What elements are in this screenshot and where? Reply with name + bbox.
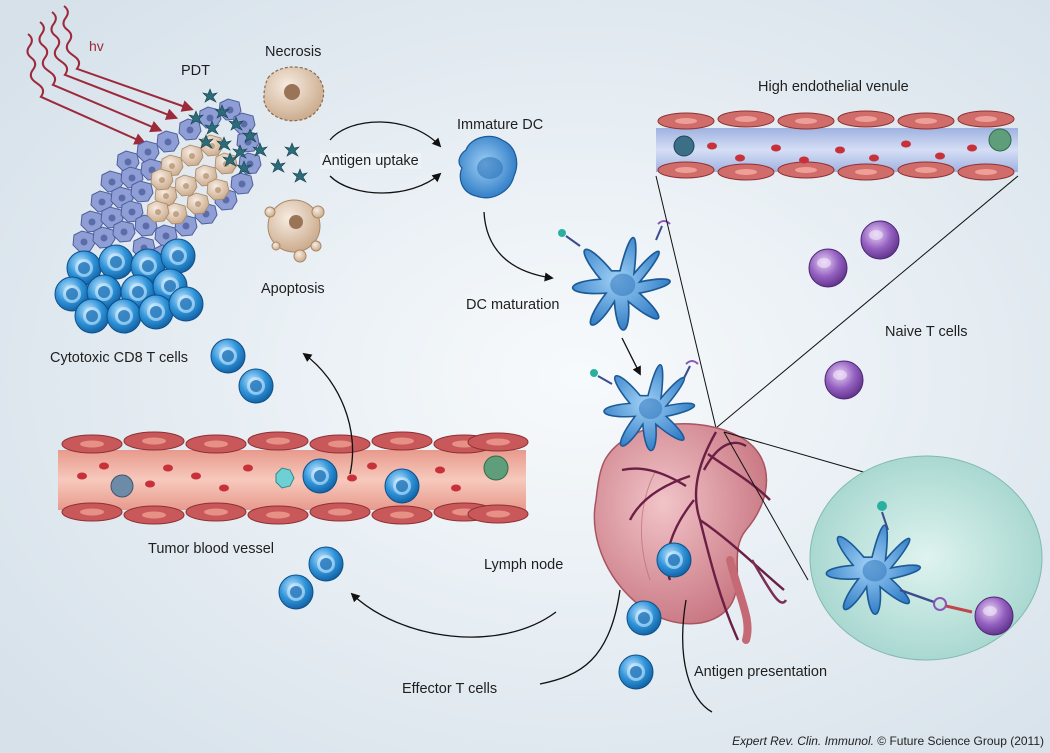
high-endothelial-venule — [656, 110, 1018, 181]
lymph-node — [593, 422, 788, 644]
publisher-credit: © Future Science Group (2011) — [877, 734, 1044, 748]
apoptotic-cell — [264, 199, 325, 263]
high-endothelial-venule-label: High endothelial venule — [758, 79, 909, 95]
figure-credit: Expert Rev. Clin. Immunol. © Future Scie… — [732, 734, 1044, 748]
antigen-uptake-arrows — [329, 121, 442, 194]
naive-t-cells-label: Naive T cells — [885, 324, 968, 340]
antigen-uptake-label: Antigen uptake — [320, 153, 421, 169]
effector-t-cells-label: Effector T cells — [402, 681, 498, 697]
antigen-presentation-label: Antigen presentation — [694, 664, 828, 680]
tumor-blood-vessel — [58, 431, 529, 525]
pdt-label: PDT — [181, 63, 210, 79]
hv-label: hv — [89, 38, 104, 54]
light-rays — [26, 5, 194, 145]
journal-name: Expert Rev. Clin. Immunol. — [732, 734, 874, 748]
antigen-presentation-inset — [809, 455, 1043, 661]
cytotoxic-t-cell-cluster — [54, 238, 204, 334]
dc-maturation-label: DC maturation — [466, 297, 560, 313]
dc-receptors-1 — [558, 220, 671, 247]
lymph-vessels — [621, 431, 785, 641]
lymph-node-label: Lymph node — [484, 557, 564, 573]
tumor-blood-vessel-label: Tumor blood vessel — [148, 541, 274, 557]
venule-zoom-lines — [655, 175, 1019, 429]
immature-dc-label: Immature DC — [457, 117, 544, 133]
apoptosis-label: Apoptosis — [261, 281, 325, 297]
immature-dc — [458, 135, 518, 199]
flow-arrows — [302, 352, 713, 713]
necrosis-label: Necrosis — [265, 44, 322, 60]
dc-receptors-2 — [590, 360, 699, 385]
to-lymph-node-arrow — [621, 337, 641, 376]
necrotic-cell — [263, 66, 325, 122]
dc-maturation-arrow — [483, 211, 554, 282]
cytotoxic-cd8-label: Cytotoxic CD8 T cells — [50, 350, 189, 366]
